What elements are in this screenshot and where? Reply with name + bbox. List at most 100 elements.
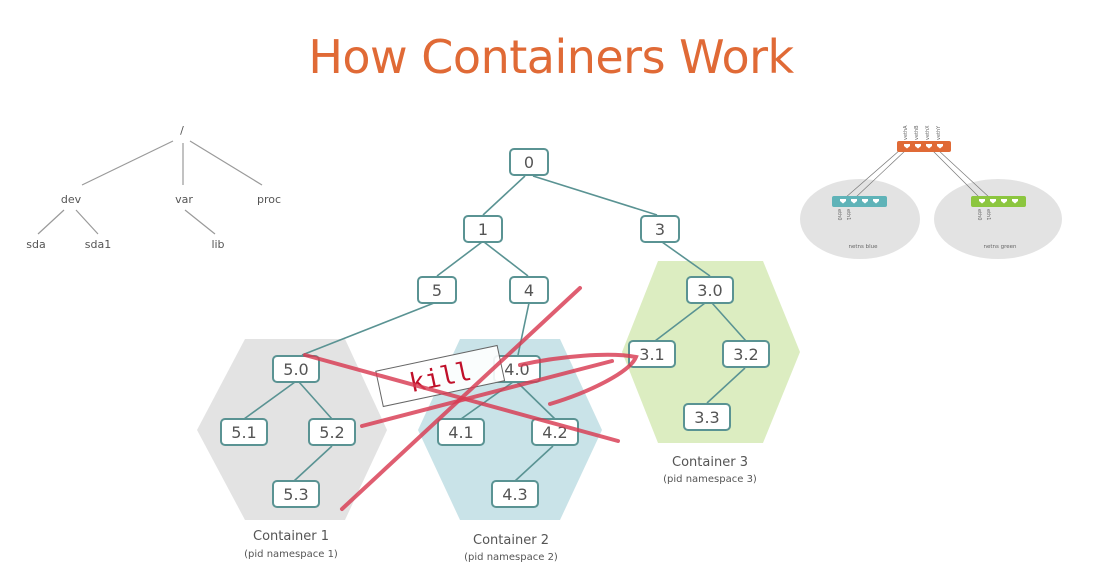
filesystem-tree: / dev var proc sda sda1 lib [26,124,281,251]
edge-5.2-5.3 [293,445,333,482]
netns-blue-label: netns blue [848,244,878,250]
process-node-label: 4 [524,281,534,300]
container-2-title: Container 2 [473,533,549,548]
process-node-label: 4.2 [542,423,567,442]
process-node-label: 4.3 [502,485,527,504]
process-node-box [272,355,320,383]
edge-1-4 [483,241,529,277]
blue-port-label: eth1 [845,209,851,220]
edge-4.2-4.3 [514,445,554,482]
process-node-box [683,403,731,431]
netns-blue-switch [832,196,887,207]
process-node-label: 4.1 [448,423,473,442]
fs-node-proc: proc [257,193,281,206]
netns-blue-ports [840,199,879,204]
edge-3-3.0 [661,241,711,277]
fs-node-var: var [175,193,193,206]
container-3-title: Container 3 [672,455,748,470]
green-port-label: eth1 [985,209,991,220]
process-node-label: 5.1 [231,423,256,442]
process-node-box [640,215,680,243]
fs-edge [184,209,216,235]
edge-5.0-5.2 [298,381,333,420]
fs-edge [189,140,263,186]
process-node-box [509,276,549,304]
container-3-subtitle: (pid namespace 3) [663,474,757,485]
fs-node-dev: dev [61,193,82,206]
process-node-box [509,148,549,176]
network-port-icon [851,199,857,204]
network-port-icon [873,199,879,204]
host-switch-ports [904,144,943,149]
edge-5-5.0 [301,302,435,356]
process-node-label: 3 [655,220,665,239]
process-node-label: 5.3 [283,485,308,504]
edge-0-1 [482,175,526,216]
edge-4.0-4.2 [516,381,556,420]
strike-line [360,359,614,428]
network-port-icon [926,144,932,149]
container-1-subtitle: (pid namespace 1) [244,549,338,560]
fs-node-sda1: sda1 [85,238,111,251]
edge-3.0-3.2 [711,302,747,342]
fs-edge [81,140,174,186]
process-tree-edges [243,175,747,482]
veth-link [937,149,991,199]
host-port-label: vethX [925,125,931,140]
netns-blue-ellipse [800,179,920,259]
strike-through-annotations [303,286,639,511]
edge-1-5 [436,241,483,277]
process-node-box [437,418,485,446]
process-node-label: 5.0 [283,360,308,379]
fs-node-sda: sda [26,238,45,251]
process-node-label: 1 [478,220,488,239]
process-node-box [308,418,356,446]
fs-edge [75,209,99,235]
network-diagram: vethA vethB vethX vethY eth0 eth1 eth0 e… [800,125,1062,259]
strike-scribble [518,352,639,406]
blue-port-label: eth0 [836,209,842,220]
fs-edge [37,209,65,235]
container-3-hexagon [622,261,800,443]
process-node-box [463,215,503,243]
host-port-label: vethA [903,125,909,140]
network-port-icon [1001,199,1007,204]
process-node-label: 5 [432,281,442,300]
network-port-icon [990,199,996,204]
process-node-box [722,340,770,368]
green-port-label: eth0 [976,209,982,220]
network-port-icon [840,199,846,204]
process-node-box [272,480,320,508]
strike-line [303,353,620,443]
host-switch [897,141,951,152]
process-node-label: 3.0 [697,281,722,300]
slide-title: How Containers Work [308,30,794,84]
edge-0-3 [532,175,658,216]
process-node-box [417,276,457,304]
network-port-icon [915,144,921,149]
veth-link [931,149,981,199]
veth-link [844,149,901,199]
network-port-icon [862,199,868,204]
netns-green-ellipse [934,179,1062,259]
network-port-icon [1012,199,1018,204]
container-2-subtitle: (pid namespace 2) [464,552,558,563]
edge-3.0-3.1 [654,302,706,342]
container-1-hexagon [197,339,387,520]
process-node-label: 0 [524,153,534,172]
netns-green-label: netns green [983,244,1017,250]
process-node-label: 3.2 [733,345,758,364]
veth-link [854,149,907,199]
network-port-icon [937,144,943,149]
fs-node-lib: lib [211,238,224,251]
edge-3.2-3.3 [706,367,746,404]
fs-node-root: / [180,124,184,137]
host-port-label: vethB [914,125,920,140]
netns-green-ports [979,199,1018,204]
netns-green-switch [971,196,1026,207]
network-port-icon [904,144,910,149]
host-port-label: vethY [936,125,942,140]
network-port-icon [979,199,985,204]
